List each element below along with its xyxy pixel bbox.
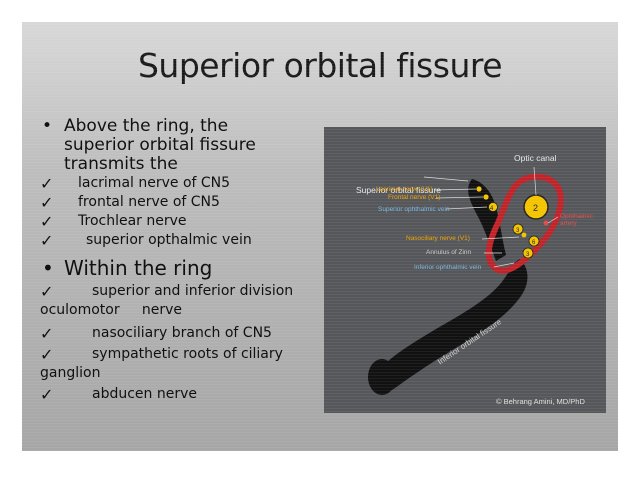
check-item: ✓ sympathetic roots of ciliary [40, 345, 340, 364]
check-item-text: superior opthalmic vein [86, 232, 252, 248]
checkmark-icon: ✓ [40, 231, 54, 250]
checkmark-icon: ✓ [40, 174, 54, 193]
fissure-bulb-shape [368, 359, 396, 395]
check-item: ✓ frontal nerve of CN5 [40, 193, 340, 212]
image-credit: © Behrang Amini, MD/PhD [496, 397, 585, 406]
check-item-text: abducen nerve [92, 386, 197, 402]
abducens-nerve-dot [528, 235, 540, 247]
slide-body: • Above the ring, the superior orbital f… [40, 117, 340, 405]
label-4: 4 [490, 206, 494, 212]
label-ophthalmic-artery-line2: artery [560, 220, 577, 227]
superior-orbital-fissure-shape [468, 179, 506, 261]
bullet-within-ring: • Within the ring [40, 256, 340, 280]
bullet-dot: • [42, 256, 54, 280]
bullet-dot: • [42, 116, 53, 136]
label-inferior-ophthalmic-vein: Inferior ophthalmic vein [414, 264, 482, 271]
check-item: ✓ superior and inferior division [40, 282, 340, 301]
check-item: ✓ superior opthalmic vein [40, 231, 340, 250]
check-item-continuation: oculomotor nerve [40, 301, 340, 320]
checkmark-icon: ✓ [40, 282, 54, 301]
checkmark-icon: ✓ [40, 212, 54, 231]
label-3b: 3 [526, 252, 530, 258]
label-annulus-of-zinn: Annulus of Zinn [426, 249, 472, 256]
check-item-text: sympathetic roots of ciliary [92, 346, 283, 362]
label-ophthalmic-artery-line1: Ophthalmic [560, 213, 593, 220]
bullet-text-line: Above the ring, the [64, 116, 229, 136]
label-superior-ophthalmic-vein: Superior ophthalmic vein [378, 206, 450, 213]
leader-lines [423, 166, 559, 268]
check-item-text: superior and inferior division [92, 283, 294, 299]
label-nasociliary-nerve: Nasociliary nerve (V1) [406, 235, 470, 242]
label-6: 6 [532, 240, 536, 246]
checkmark-icon: ✓ [40, 324, 54, 343]
bullet-above-ring: • Above the ring, the superior orbital f… [40, 117, 340, 174]
check-item-text: lacrimal nerve of CN5 [78, 175, 231, 191]
lacrimal-nerve-dot [476, 186, 482, 192]
label-frontal-nerve: Frontal nerve (V1) [388, 194, 441, 201]
oculomotor-superior-dot [512, 223, 524, 235]
inferior-orbital-fissure-shape [373, 259, 528, 394]
label-ophthalmic-artery: Ophthalmic artery [560, 213, 593, 227]
check-item-text: nasociliary branch of CN5 [92, 325, 272, 341]
check-item-text: oculomotor nerve [40, 302, 182, 318]
label-superior-orbital-fissure: Superior orbital fissure [356, 185, 442, 195]
bullet-text-line: transmits the [64, 154, 178, 174]
oculomotor-inferior-dot [522, 247, 534, 259]
check-item-text: ganglion [40, 365, 101, 381]
bullet-text-line: superior orbital fissure [64, 135, 256, 155]
label-3a: 3 [516, 228, 520, 234]
orbital-apex-diagram: 2 4 3 6 3 Superior orbital fissure Optic… [324, 127, 606, 413]
nasociliary-nerve-dot [521, 232, 527, 238]
checkmark-icon: ✓ [40, 345, 54, 364]
annulus-ring-shape [485, 173, 564, 274]
label-lacrimal-nerve: Lacrimal nerve (V1) [376, 186, 433, 193]
bullet-text-line: Within the ring [64, 256, 213, 280]
check-item-continuation: ganglion [40, 364, 340, 383]
trochlear-nerve-dot [488, 202, 498, 212]
checkmark-icon: ✓ [40, 193, 54, 212]
label-2: 2 [533, 203, 538, 213]
ophthalmic-artery-dot [543, 220, 549, 226]
checkmark-icon: ✓ [40, 385, 54, 404]
check-item: ✓ nasociliary branch of CN5 [40, 324, 340, 343]
label-optic-canal: Optic canal [514, 153, 557, 163]
slide-title: Superior orbital fissure [137, 46, 503, 85]
check-item: ✓ abducen nerve [40, 385, 340, 404]
orbital-apex-svg: 2 4 3 6 3 [368, 166, 564, 395]
check-item: ✓ lacrimal nerve of CN5 [40, 174, 340, 193]
check-item-text: frontal nerve of CN5 [78, 194, 220, 210]
slide: Superior orbital fissure • Above the rin… [22, 22, 618, 451]
check-item: ✓ Trochlear nerve [40, 212, 340, 231]
check-item-text: Trochlear nerve [78, 213, 187, 229]
frontal-nerve-dot [483, 194, 489, 200]
